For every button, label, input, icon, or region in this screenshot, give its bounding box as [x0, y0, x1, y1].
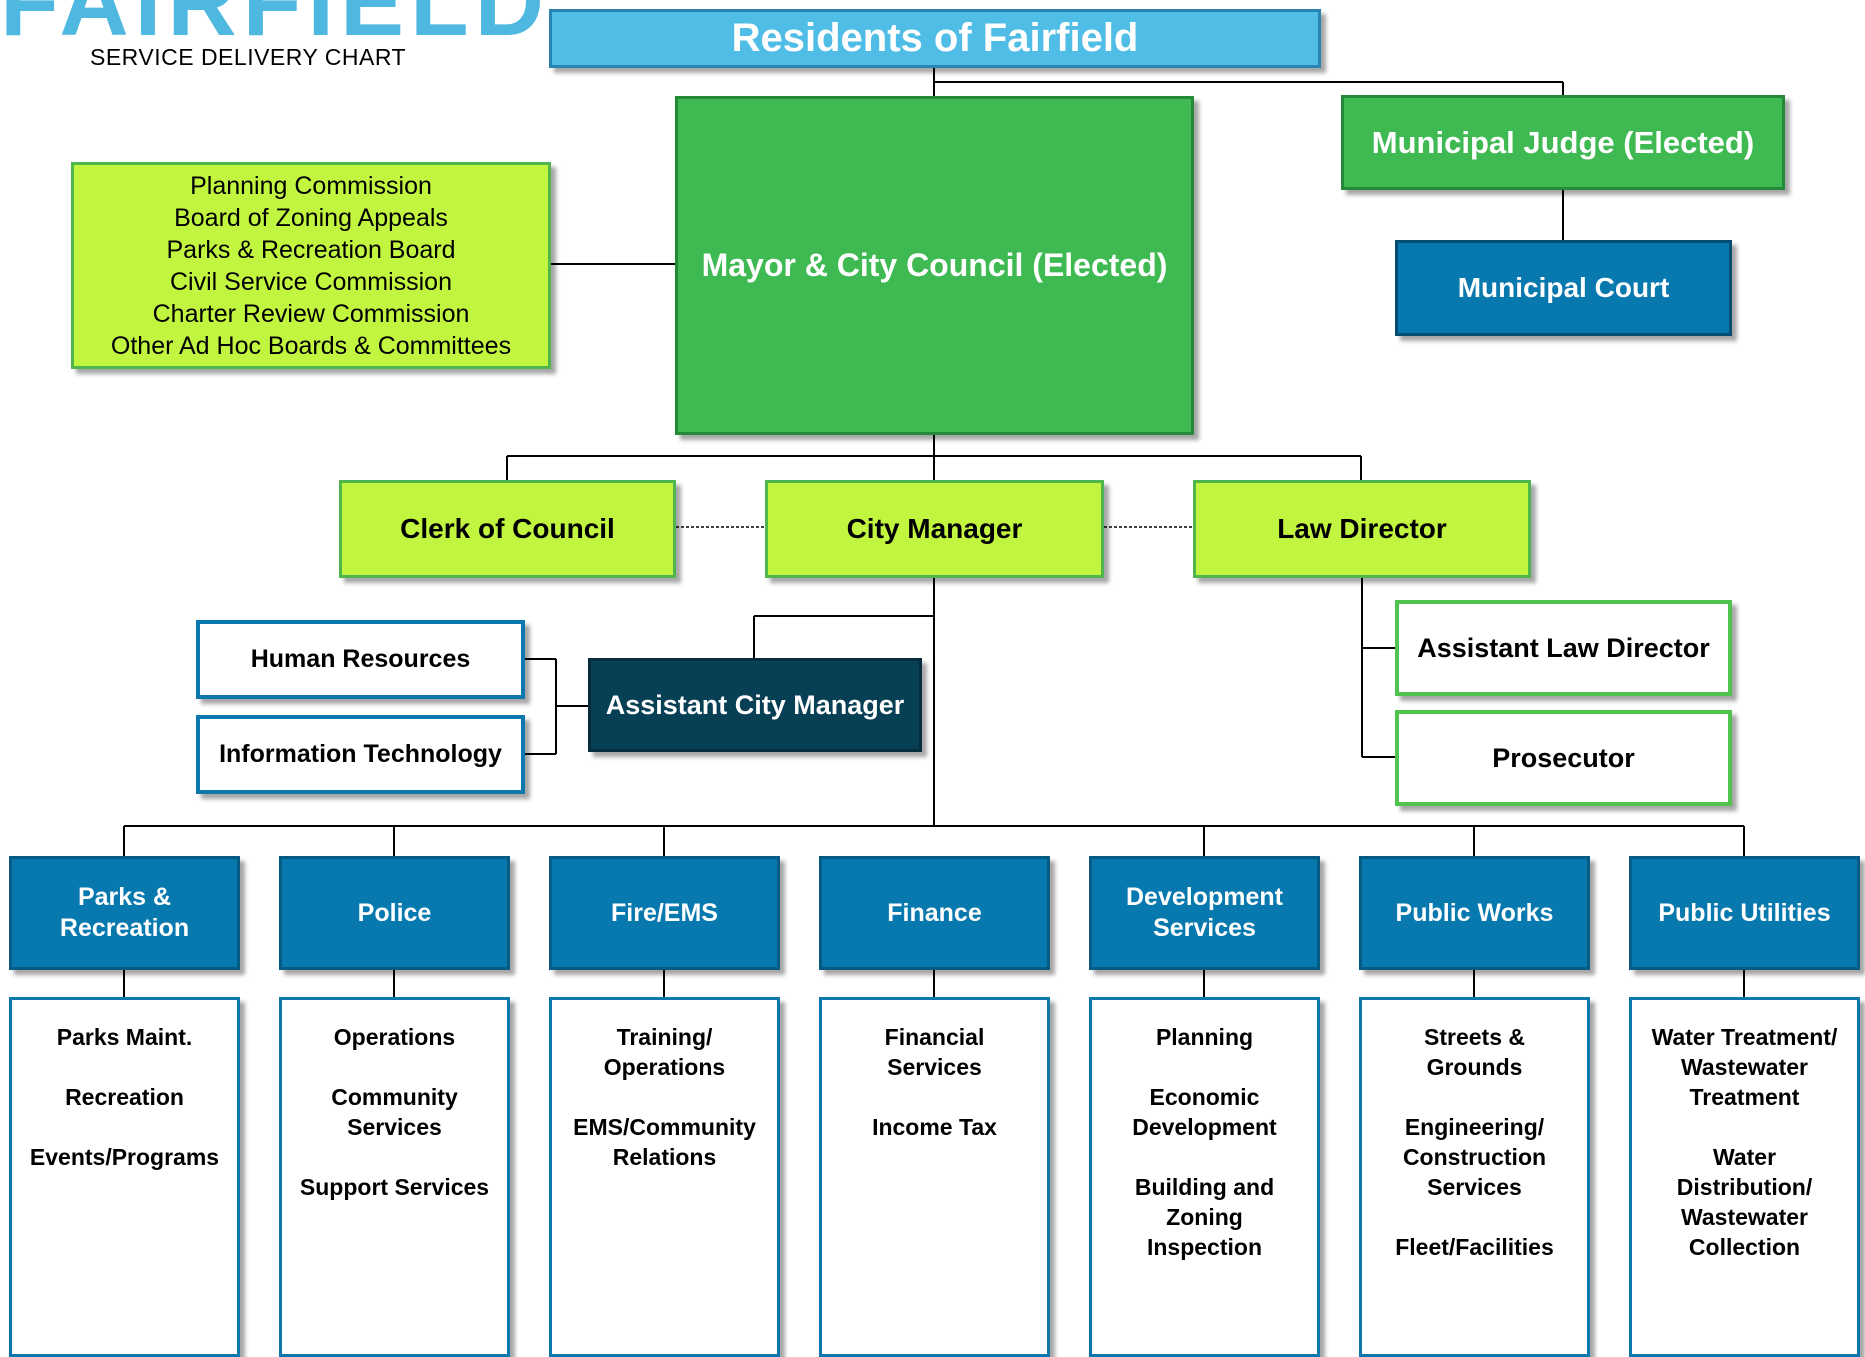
- information-technology-box: Information Technology: [196, 715, 525, 794]
- service-line: Services: [887, 1054, 982, 1080]
- human-resources-box: Human Resources: [196, 620, 525, 699]
- department-title-line: Public Utilities: [1658, 898, 1831, 927]
- department-title-line: Development: [1126, 883, 1283, 911]
- board-line: Civil Service Commission: [170, 267, 452, 296]
- chart-subtitle: SERVICE DELIVERY CHART: [90, 44, 407, 70]
- department-box: Fire/EMS: [549, 856, 780, 970]
- boards-commissions-box: Planning Commission Board of Zoning Appe…: [71, 162, 551, 369]
- service-line: Operations: [603, 1054, 726, 1080]
- service-line: Water Treatment/: [1651, 1024, 1838, 1050]
- service-line: Relations: [612, 1144, 717, 1170]
- service-line: Building and: [1134, 1174, 1275, 1200]
- service-line: Economic: [1149, 1084, 1260, 1110]
- service-line: Construction: [1402, 1144, 1547, 1170]
- service-line: Planning: [1155, 1024, 1254, 1050]
- service-line: Income Tax: [872, 1114, 997, 1140]
- law-director-box: Law Director: [1193, 480, 1531, 578]
- department-title-line: Recreation: [59, 914, 190, 942]
- service-line: Wastewater: [1681, 1204, 1808, 1230]
- service-line: Distribution/: [1676, 1174, 1813, 1200]
- service-line: Support Services: [299, 1174, 490, 1200]
- department-title-line: Finance: [887, 898, 982, 927]
- service-line: Recreation: [65, 1084, 184, 1110]
- service-line: Training/: [616, 1024, 713, 1050]
- mayor-council-box: Mayor & City Council (Elected): [675, 96, 1194, 435]
- service-line: Operations: [333, 1024, 456, 1050]
- board-line: Charter Review Commission: [152, 299, 470, 328]
- department-box: Public Works: [1359, 856, 1590, 970]
- service-line: Parks Maint.: [56, 1024, 193, 1050]
- service-line: Treatment: [1689, 1084, 1800, 1110]
- department-box: Public Utilities: [1629, 856, 1860, 970]
- service-line: Community: [331, 1084, 458, 1110]
- department-box: Finance: [819, 856, 1050, 970]
- service-line: Events/Programs: [29, 1144, 220, 1170]
- service-line: Inspection: [1146, 1234, 1262, 1260]
- board-line: Other Ad Hoc Boards & Committees: [110, 331, 512, 360]
- service-line: Services: [1427, 1174, 1522, 1200]
- assistant-city-manager-box: Assistant City Manager: [588, 658, 922, 752]
- department-title-line: Police: [357, 898, 432, 927]
- department-title-line: Services: [1153, 914, 1256, 942]
- service-line: Water: [1712, 1144, 1777, 1170]
- clerk-of-council-box: Clerk of Council: [339, 480, 676, 578]
- service-line: Wastewater: [1681, 1054, 1808, 1080]
- service-line: Services: [347, 1114, 442, 1140]
- service-line: Fleet/Facilities: [1395, 1234, 1554, 1260]
- municipal-judge-box: Municipal Judge (Elected): [1341, 95, 1785, 190]
- service-line: Streets &: [1424, 1024, 1525, 1050]
- city-manager-box: City Manager: [765, 480, 1104, 578]
- service-line: Grounds: [1426, 1054, 1523, 1080]
- fairfield-logo: FAIRFIELD: [0, 0, 550, 56]
- board-line: Board of Zoning Appeals: [174, 203, 448, 232]
- residents-box: Residents of Fairfield: [549, 9, 1321, 68]
- department-title-line: Parks &: [77, 883, 172, 911]
- service-line: Zoning: [1166, 1204, 1243, 1230]
- prosecutor-box: Prosecutor: [1395, 710, 1732, 806]
- department-box: Parks & Recreation: [9, 856, 240, 970]
- service-line: EMS/Community: [573, 1114, 756, 1140]
- department-title-line: Fire/EMS: [611, 898, 718, 927]
- department-box: Police: [279, 856, 510, 970]
- service-line: Engineering/: [1404, 1114, 1545, 1140]
- board-line: Planning Commission: [190, 171, 432, 200]
- department-title-line: Public Works: [1395, 898, 1554, 927]
- service-line: Development: [1132, 1114, 1277, 1140]
- board-line: Parks & Recreation Board: [166, 235, 456, 264]
- service-line: Financial: [884, 1024, 985, 1050]
- service-line: Collection: [1688, 1234, 1801, 1260]
- municipal-court-box: Municipal Court: [1395, 240, 1732, 336]
- assistant-law-director-box: Assistant Law Director: [1395, 600, 1732, 696]
